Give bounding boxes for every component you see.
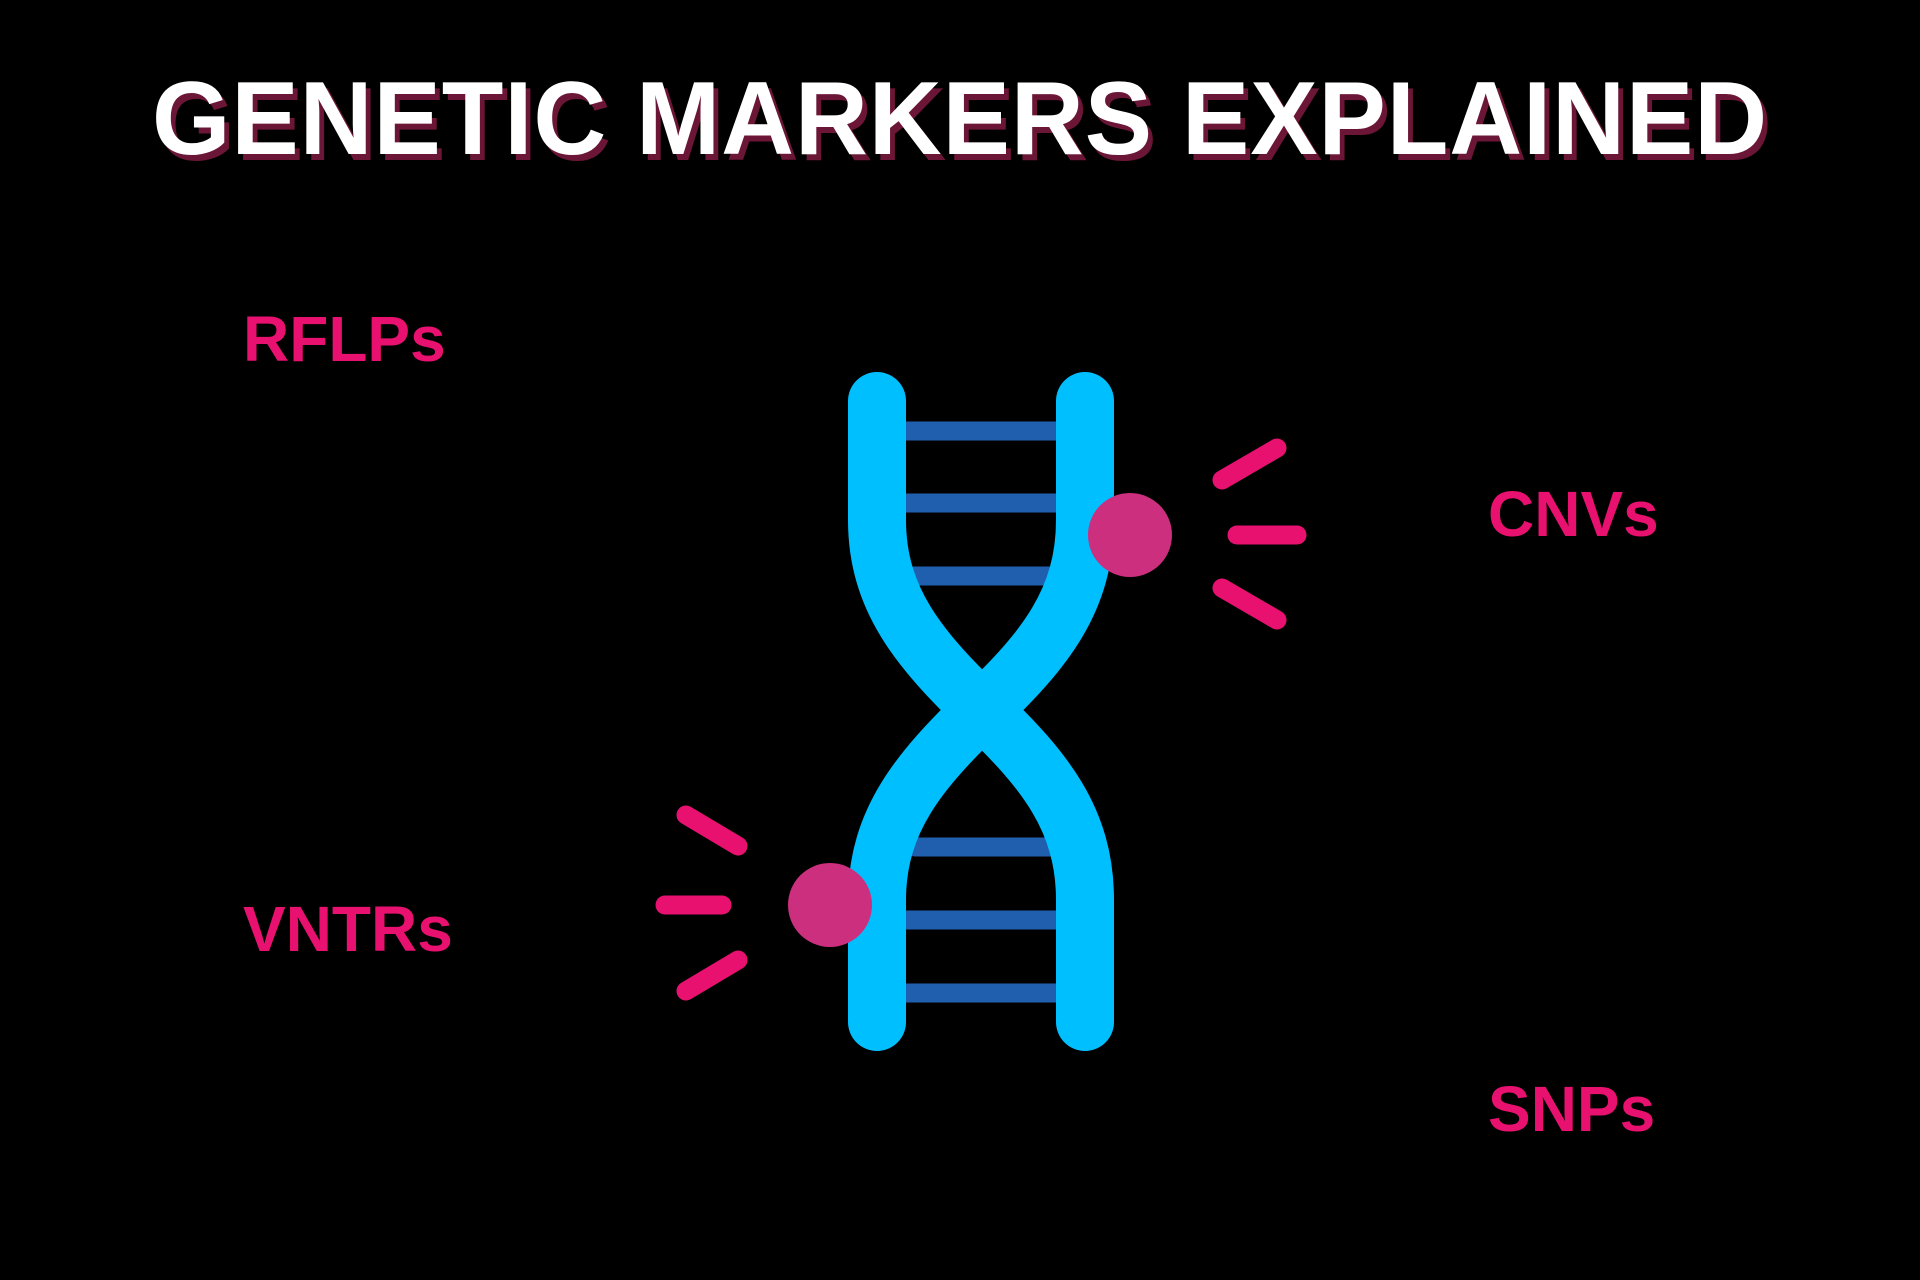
marker-upper-group — [1088, 438, 1307, 630]
helix-strand-b — [848, 372, 1114, 1051]
helix-rungs-upper — [880, 421, 1070, 586]
label-rflps: RFLPs — [243, 303, 446, 375]
emphasis-rays-icon — [1212, 438, 1307, 630]
label-vntrs: VNTRs — [243, 893, 453, 965]
marker-lower-group — [655, 805, 872, 1001]
label-snps: SNPs — [1488, 1073, 1656, 1145]
highlight-dot-icon — [788, 863, 872, 947]
label-cnvs: CNVs — [1488, 478, 1659, 550]
highlight-dot-icon — [1088, 493, 1172, 577]
emphasis-rays-icon — [655, 805, 748, 1001]
page-title: GENETIC MARKERS EXPLAINED — [151, 61, 1769, 177]
helix-rungs-lower — [895, 837, 1087, 1003]
helix-strands — [848, 372, 1114, 1051]
